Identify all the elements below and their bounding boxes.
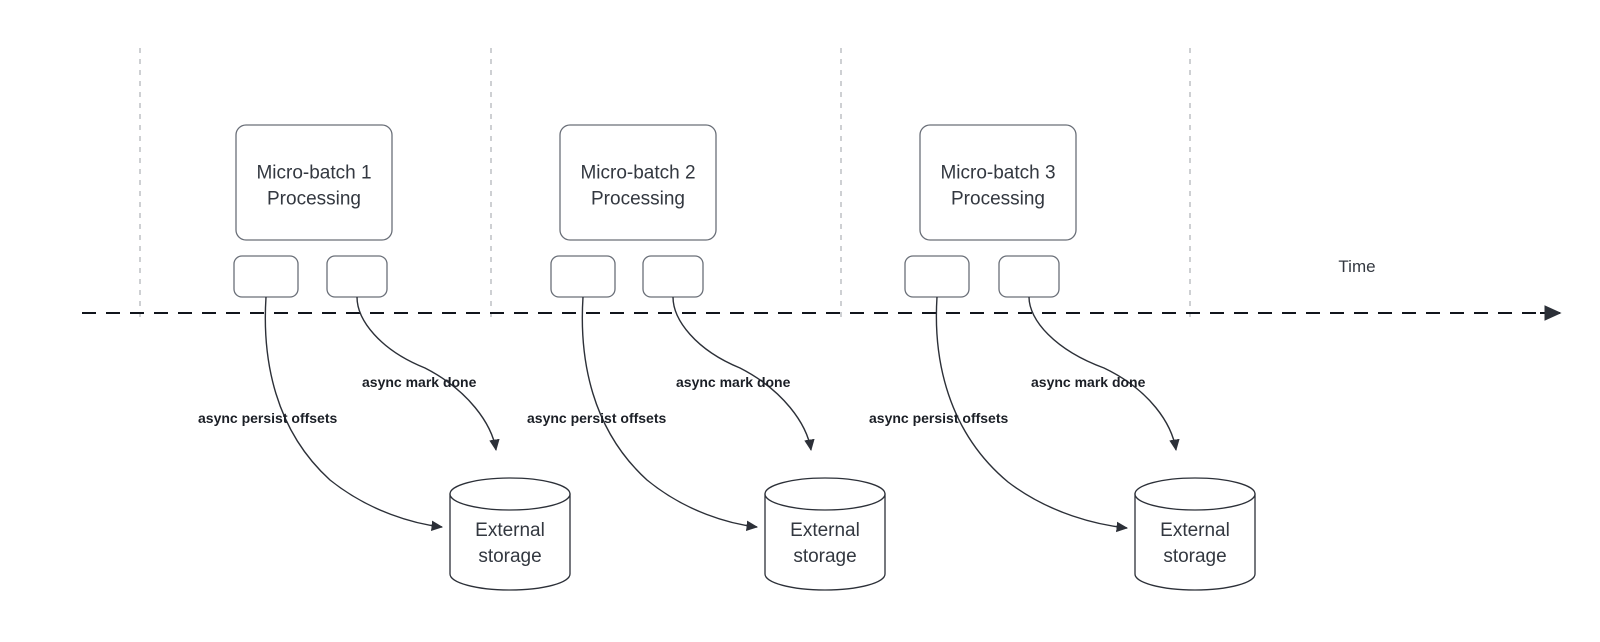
external-storage-cylinder-top-1 <box>449 477 571 511</box>
external-storage-label-line1-2: External <box>790 520 860 541</box>
external-storage-label-line2-1: storage <box>478 546 541 567</box>
persist-offsets-2-arrow <box>581 296 759 532</box>
task-mark-2-box[interactable] <box>642 255 704 298</box>
external-storage-cylinder-body-2[interactable] <box>764 493 886 591</box>
external-storage-label-line2-2: storage <box>793 546 856 567</box>
micro-batch-box-label-line2-1: Processing <box>267 189 361 210</box>
time-axis-label: Time <box>1338 257 1375 276</box>
micro-batch-box-label-line2-2: Processing <box>591 189 685 210</box>
persist-offsets-3-label: async persist offsets <box>869 410 1008 426</box>
external-storage-cylinder-top-3 <box>1134 477 1256 511</box>
persist-offsets-1-arrow <box>264 296 444 532</box>
external-storage-cylinder-top-2 <box>764 477 886 511</box>
external-storage-label-line1-3: External <box>1160 520 1230 541</box>
mark-done-1-arrow <box>356 296 500 452</box>
task-mark-1-box[interactable] <box>326 255 388 298</box>
external-storage-cylinder-body-1[interactable] <box>449 493 571 591</box>
task-mark-3-box[interactable] <box>998 255 1060 298</box>
micro-batch-box-label-line1-3: Micro-batch 3 <box>940 163 1055 184</box>
persist-offsets-3-arrow <box>935 296 1129 533</box>
mark-done-3-label: async mark done <box>1031 374 1146 390</box>
micro-batch-box-3[interactable] <box>919 124 1077 241</box>
time-axis-label-group: Time <box>1338 257 1375 276</box>
task-persist-3-box[interactable] <box>904 255 970 298</box>
time-tick-lines <box>139 48 1191 318</box>
external-storage-label-line2-3: storage <box>1163 546 1226 567</box>
persist-offsets-2-label: async persist offsets <box>527 410 666 426</box>
task-persist-1-box[interactable] <box>233 255 299 298</box>
mark-done-2-arrow <box>672 296 815 452</box>
micro-batch-box-label-line2-3: Processing <box>951 189 1045 210</box>
micro-batch-box-label-line1-1: Micro-batch 1 <box>256 163 371 184</box>
micro-batch-box-label-line1-2: Micro-batch 2 <box>580 163 695 184</box>
micro-batch-box-2[interactable] <box>559 124 717 241</box>
task-persist-2-box[interactable] <box>550 255 616 298</box>
mark-done-3-arrow <box>1028 296 1180 452</box>
external-storage-label-line1-1: External <box>475 520 545 541</box>
mark-done-1-label: async mark done <box>362 374 477 390</box>
mark-done-2-label: async mark done <box>676 374 791 390</box>
persist-offsets-1-label: async persist offsets <box>198 410 337 426</box>
micro-batch-box-1[interactable] <box>235 124 393 241</box>
external-storage-cylinder-body-3[interactable] <box>1134 493 1256 591</box>
